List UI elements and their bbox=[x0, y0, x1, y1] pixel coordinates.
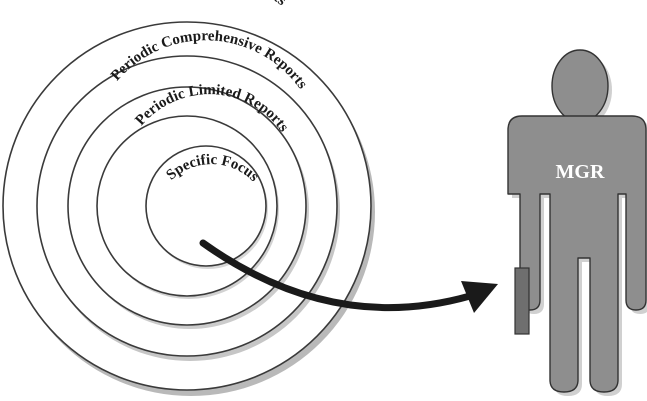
manager-label: MGR bbox=[556, 161, 605, 183]
manager-head bbox=[551, 49, 609, 123]
arrow-head-icon bbox=[461, 281, 498, 313]
ring-label-1-path: Global Financial Statements bbox=[105, 0, 289, 9]
arrow-shaft bbox=[199, 239, 474, 312]
briefcase-icon bbox=[514, 267, 530, 335]
ring-label-1: Global Financial Statements bbox=[105, 0, 289, 9]
ring-core bbox=[145, 145, 267, 267]
target-rings bbox=[2, 21, 375, 396]
curved-arrow bbox=[199, 239, 498, 313]
manager-body bbox=[507, 115, 647, 393]
ring-specific-focus bbox=[96, 115, 279, 299]
manager-figure: MGR bbox=[507, 49, 647, 396]
